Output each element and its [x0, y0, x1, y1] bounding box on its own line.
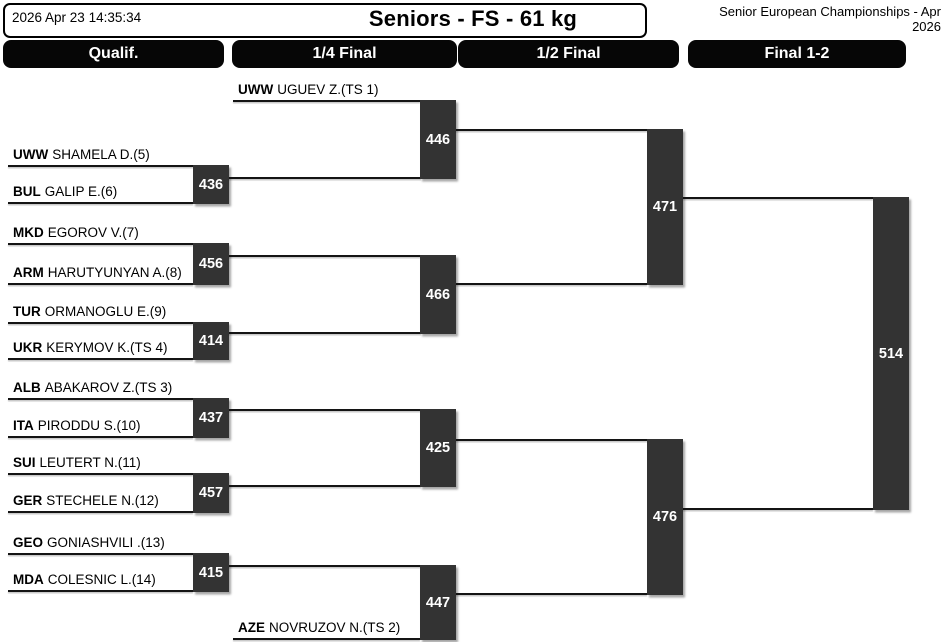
athlete-name: SHAMELA D.(5) [52, 147, 150, 162]
athlete-name: COLESNIC L.(14) [47, 572, 156, 587]
match-box-466: 466 [420, 255, 456, 334]
match-box-425: 425 [420, 409, 456, 487]
athlete-line [8, 436, 193, 439]
athlete-name: KERYMOV K.(TS 4) [46, 340, 168, 355]
country-code: ARM [13, 265, 44, 280]
match-box-456: 456 [193, 243, 229, 285]
country-code: BUL [13, 184, 41, 199]
connector-line [456, 283, 647, 286]
event-name: Senior European Championships - Apr 2026 [641, 4, 941, 34]
match-box-415: 415 [193, 553, 229, 592]
athlete-name: EGOROV V.(7) [47, 225, 139, 240]
athlete-name: HARUTYUNYAN A.(8) [47, 265, 182, 280]
match-box-447: 447 [420, 565, 456, 640]
country-code: MKD [13, 225, 44, 240]
match-box-457: 457 [193, 473, 229, 513]
athlete-line [8, 511, 193, 514]
country-code: ITA [13, 418, 34, 433]
country-code: UWW [13, 147, 49, 162]
match-box-476: 476 [647, 439, 683, 595]
page-title: Seniors - FS - 61 kg [368, 6, 578, 31]
country-code: AZE [238, 620, 265, 635]
connector-line [456, 439, 647, 442]
athlete-line [8, 553, 193, 556]
column-header-qualif: Qualif. [3, 40, 224, 68]
event-name-line2: 2026 [912, 19, 941, 34]
athlete-name: UGUEV Z.(TS 1) [277, 82, 379, 97]
athlete-line [8, 590, 193, 593]
connector-line [683, 197, 873, 200]
column-header-final: Final 1-2 [688, 40, 906, 68]
athlete-name: ABAKAROV Z.(TS 3) [44, 380, 173, 395]
athlete-name: LEUTERT N.(11) [39, 455, 141, 470]
event-name-line1: Senior European Championships - Apr [719, 4, 941, 19]
athlete-line [8, 398, 193, 401]
print-timestamp: 2026 Apr 23 14:35:34 [12, 10, 142, 25]
match-box-414: 414 [193, 322, 229, 360]
country-code: UWW [238, 82, 274, 97]
connector-line [229, 177, 421, 180]
match-box-446: 446 [420, 100, 456, 179]
country-code: SUI [13, 455, 36, 470]
connector-line [229, 332, 421, 335]
connector-line [229, 409, 421, 412]
athlete-name: NOVRUZOV N.(TS 2) [269, 620, 401, 635]
country-code: MDA [13, 572, 44, 587]
column-header-semifinal: 1/2 Final [458, 40, 679, 68]
match-box-471: 471 [647, 129, 683, 285]
athlete-name: GONIASHVILI .(13) [47, 535, 165, 550]
match-box-514: 514 [873, 197, 909, 510]
connector-line [683, 508, 873, 511]
country-code: UKR [13, 340, 43, 355]
athlete-name: PIRODDU S.(10) [37, 418, 141, 433]
connector-line [229, 485, 421, 488]
athlete-line [8, 243, 193, 246]
athlete-name: GALIP E.(6) [44, 184, 118, 199]
header-box [3, 3, 647, 38]
match-box-437: 437 [193, 398, 229, 438]
athlete-line [8, 358, 193, 361]
connector-line [229, 255, 421, 258]
athlete-name: ORMANOGLU E.(9) [44, 304, 167, 319]
match-box-436: 436 [193, 165, 229, 204]
country-code: ALB [13, 380, 41, 395]
athlete-line [8, 202, 193, 205]
athlete-line [8, 322, 193, 325]
athlete-name: STECHELE N.(12) [46, 493, 159, 508]
connector-line [456, 593, 647, 596]
connector-line [229, 565, 421, 568]
column-header-quarterfinal: 1/4 Final [232, 40, 457, 68]
athlete-line [8, 283, 193, 286]
athlete-line [8, 165, 193, 168]
athlete-line [233, 638, 420, 641]
country-code: TUR [13, 304, 41, 319]
athlete-line [233, 100, 420, 103]
athlete-line [8, 473, 193, 476]
country-code: GEO [13, 535, 44, 550]
connector-line [456, 129, 647, 132]
country-code: GER [13, 493, 43, 508]
